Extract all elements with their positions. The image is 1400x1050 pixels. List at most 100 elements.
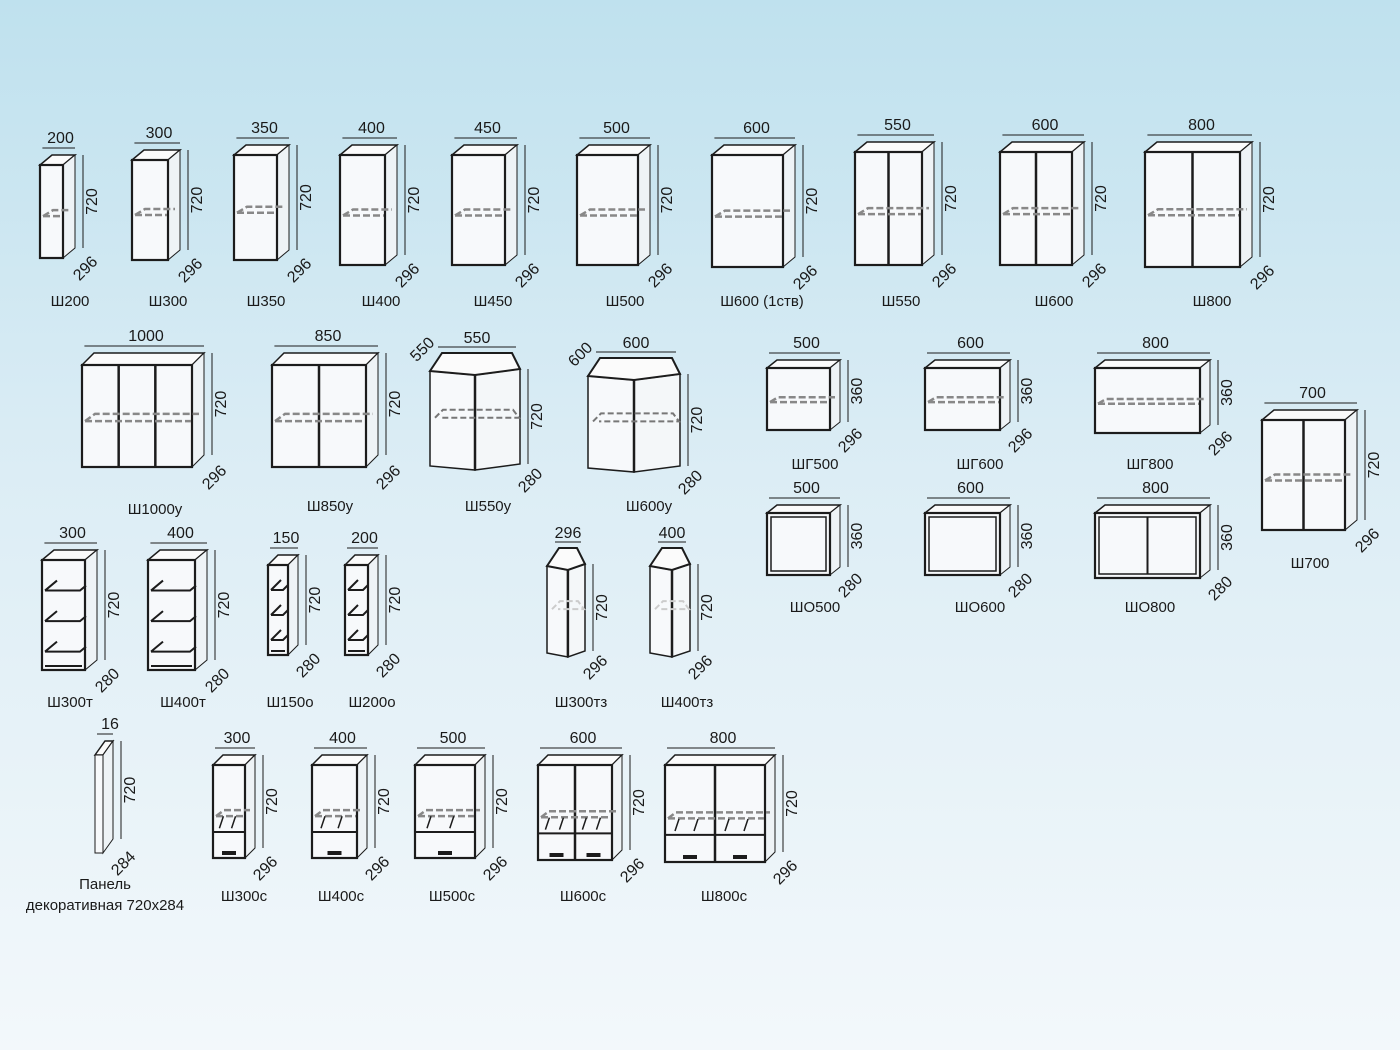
cabinet-top [270, 352, 380, 366]
width-dimension: 1000 [128, 328, 164, 345]
open-shelf [150, 640, 197, 653]
height-dimension: 720 [213, 391, 230, 418]
cabinet-name: декоративная 720x284 [26, 897, 184, 914]
width-dimension: 850 [315, 328, 342, 345]
cabinet-side [244, 753, 256, 860]
width-dimension: 400 [358, 120, 385, 137]
cabinet-side [1239, 140, 1253, 269]
width-dimension: 600 [623, 335, 650, 352]
cabinet-side [1344, 408, 1358, 532]
depth-dimension: 296 [1205, 428, 1236, 459]
height-dimension: 720 [216, 592, 233, 619]
shelf-dashed [1147, 208, 1247, 217]
width-dimension: 700 [1299, 385, 1326, 402]
cabinet-front [546, 565, 569, 658]
height-dimension: 720 [659, 187, 676, 214]
cabinet-top [413, 754, 487, 766]
cabinet-front [429, 370, 476, 471]
cabinet-front [266, 563, 290, 657]
depth-dimension: 280 [293, 650, 324, 681]
open-shelf [150, 610, 197, 623]
cabinet-top [709, 144, 798, 156]
cabinet-name: ШГ500 [792, 456, 839, 473]
depth-dimension: 280 [835, 570, 866, 601]
height-dimension: 720 [943, 185, 960, 212]
glass-reflection [581, 817, 602, 830]
depth-dimension: 296 [1352, 525, 1383, 556]
height-dimension: 360 [1219, 524, 1236, 551]
cabinet-front [765, 366, 832, 432]
depth-dimension: 296 [199, 462, 230, 493]
width-dimension: 600 [570, 730, 597, 747]
height-dimension: 720 [689, 407, 706, 434]
cabinet-front [80, 363, 194, 469]
cabinet-front [923, 366, 1002, 432]
cabinet-side [633, 373, 681, 473]
height-dimension: 720 [804, 188, 821, 215]
depth-dimension: 296 [70, 253, 101, 284]
cabinet-side [191, 351, 205, 469]
height-dimension: 720 [387, 587, 404, 614]
height-dimension: 720 [784, 790, 801, 817]
cabinet-front [413, 763, 477, 860]
width2-dimension: 600 [565, 339, 596, 370]
depth-dimension: 296 [1247, 262, 1278, 293]
cabinet-name: Ш300с [221, 888, 268, 905]
cabinet-top [545, 547, 587, 572]
shelf-dashed [1002, 206, 1079, 216]
height-dimension: 720 [526, 187, 543, 214]
cabinet-top [852, 141, 937, 153]
width-dimension: 400 [659, 525, 686, 542]
shelf-dashed [236, 205, 284, 214]
handle-icon [438, 851, 452, 855]
height-dimension: 720 [84, 188, 101, 215]
glass-reflection [544, 817, 565, 830]
cabinet-top [764, 359, 843, 369]
cabinet-name: Ш550у [465, 498, 512, 515]
shelf-dashed [417, 808, 480, 818]
cabinet-front [310, 763, 359, 860]
cabinet-side [567, 562, 586, 659]
height-dimension: 360 [1019, 523, 1036, 550]
width-dimension: 300 [59, 525, 86, 542]
cabinet-front [211, 763, 247, 860]
depth-dimension: 296 [617, 855, 648, 886]
cabinet-name: ШГ600 [957, 456, 1004, 473]
open-shelf [150, 579, 197, 592]
cabinet-top [1092, 359, 1213, 369]
cabinet-top [663, 754, 777, 766]
handle-icon [586, 853, 601, 857]
cabinet-front [1093, 366, 1202, 435]
height-dimension: 720 [264, 788, 281, 815]
depth-dimension: 296 [790, 262, 821, 293]
shelf-dashed [1264, 473, 1352, 482]
handle-icon [549, 853, 564, 857]
cabinet-top [997, 141, 1087, 153]
depth-dimension: 296 [362, 853, 393, 884]
open-shelf [270, 629, 289, 641]
cabinet-front [38, 163, 65, 260]
width-dimension: 296 [555, 525, 582, 542]
cabinet-name: Ш200о [348, 694, 395, 711]
height-dimension: 720 [631, 789, 648, 816]
cabinet-side [829, 503, 841, 577]
cabinet-top [764, 504, 843, 514]
width-dimension: 500 [603, 120, 630, 137]
cabinet-top [1092, 504, 1213, 514]
width-dimension: 550 [884, 117, 911, 134]
cabinet-name: Ш700 [1291, 555, 1330, 572]
open-shelf [270, 604, 289, 616]
cabinet-name: Ш300 [149, 293, 188, 310]
width-dimension: 500 [793, 335, 820, 352]
width-dimension: 800 [1142, 480, 1169, 497]
cabinet-name: Ш350 [247, 293, 286, 310]
